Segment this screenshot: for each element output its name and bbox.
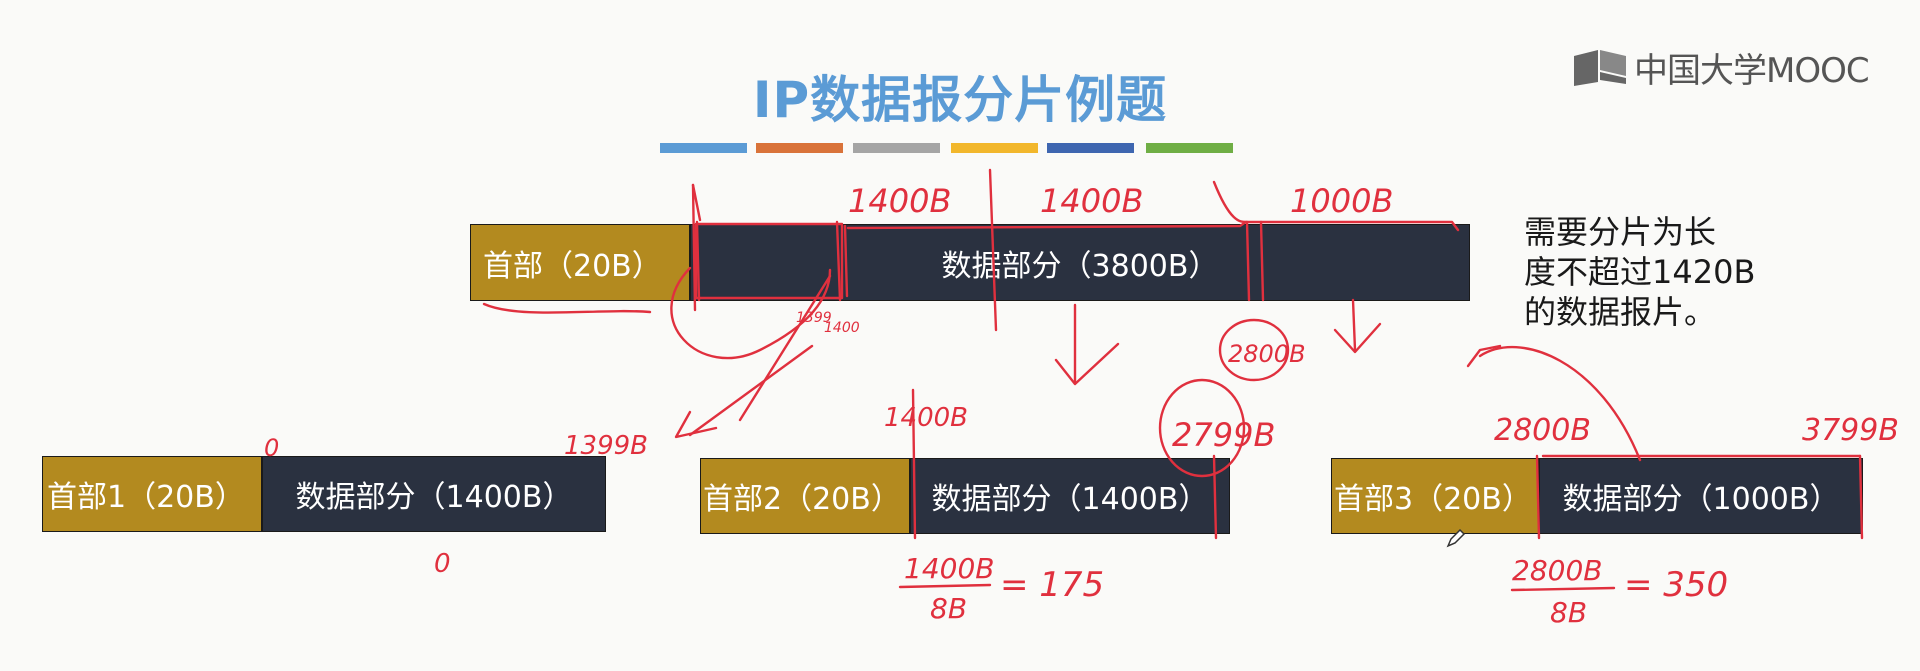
ink-top-arrow — [691, 183, 702, 222]
ink-circle-2800 — [1218, 318, 1290, 382]
color-bar-darkblue — [1047, 143, 1134, 153]
fragment-3-data-box: 数据部分（1000B） — [1539, 458, 1863, 534]
slide-title: IP数据报分片例题 — [752, 71, 1168, 129]
ink-frag2-mark — [911, 388, 917, 540]
fragment-3-header-box: 首部3（20B） — [1331, 458, 1539, 534]
fragment-3-header-label: 首部3（20B） — [1334, 482, 1532, 517]
ink-note-curve-head — [1466, 344, 1502, 368]
ink-divider-5 — [988, 168, 998, 332]
ink-frag3-mark — [1535, 454, 1541, 540]
ink-underline-header — [482, 302, 652, 314]
ink-label-circle-2: 2799B — [1172, 416, 1275, 454]
ink-label-top-3: 1000B — [1290, 182, 1393, 220]
fragment-2-data-box: 数据部分（1400B） — [910, 458, 1230, 534]
fragment-3-data-label: 数据部分（1000B） — [1562, 482, 1840, 517]
mooc-logo: 中国大学MOOC — [1572, 46, 1870, 91]
fragment-1-header-label: 首部1（20B） — [47, 480, 245, 515]
note-line-3: 的数据报片。 — [1524, 293, 1717, 331]
ink-data-outline-2 — [846, 220, 1460, 232]
ink-divider-4 — [843, 224, 849, 298]
ink-divider-3 — [835, 220, 842, 302]
ink-arrow-down-2-head — [1333, 322, 1382, 354]
ink-top-bracket-3 — [1212, 180, 1248, 224]
fragment-1-data-box: 数据部分（1400B） — [262, 456, 606, 532]
ink-label-frag3-num: 2800B — [1512, 554, 1602, 587]
ink-label-frag3-start: 2800B — [1494, 413, 1591, 448]
color-bar-blue — [660, 143, 747, 153]
color-bar-gray — [853, 143, 940, 153]
logo-text: 中国大学MOOC — [1634, 50, 1870, 91]
ink-data-outline — [694, 222, 844, 300]
fragment-1-header-box: 首部1（20B） — [42, 456, 262, 532]
fragment-1-data-label: 数据部分（1400B） — [295, 480, 573, 515]
original-data-box: 数据部分（3800B） — [690, 224, 1470, 301]
ink-label-top-2: 1400B — [1040, 182, 1143, 220]
ink-label-frag3-result: = 350 — [1624, 565, 1728, 605]
color-bar-green — [1146, 143, 1233, 153]
ink-label-frag1-offset: 0 — [434, 549, 451, 579]
ink-divider-1 — [691, 183, 697, 312]
original-header-box: 首部（20B） — [470, 224, 690, 301]
ink-swoop-arrow-head — [674, 410, 718, 439]
ink-label-frag3-den: 8B — [1550, 596, 1587, 629]
color-bar-yellow — [951, 143, 1038, 153]
ink-divider-6 — [1245, 220, 1251, 302]
ink-label-frag3-end: 3799B — [1802, 413, 1899, 448]
ink-frag3-fraction-bar — [1510, 586, 1616, 592]
ink-swoop-arc — [670, 266, 832, 360]
ink-label-frag1-end: 1399B — [564, 431, 648, 461]
ink-label-circle-1: 2800B — [1228, 340, 1306, 368]
note-line-1: 需要分片为长 — [1524, 213, 1717, 251]
ink-label-frag2-den: 8B — [930, 592, 967, 625]
ink-divider-7 — [1259, 220, 1265, 302]
ink-label-small-2: 1400 — [824, 320, 860, 336]
ink-label-frag2-num: 1400B — [904, 552, 994, 585]
ink-label-frag1-start: 0 — [264, 434, 279, 462]
mooc-book-icon — [1574, 50, 1626, 86]
note-line-2: 度不超过1420B — [1524, 253, 1756, 291]
ink-frag2-end-mark — [1212, 454, 1218, 540]
ink-frag2-fraction-bar — [898, 583, 992, 589]
original-data-label: 数据部分（3800B） — [941, 248, 1219, 284]
ink-swoop-arrow — [688, 344, 814, 437]
ink-swoop-line — [738, 274, 832, 422]
ink-frag3-end-mark — [1858, 454, 1864, 540]
ink-arrow-down-2 — [1351, 298, 1357, 352]
ink-arrow-down-1-head — [1054, 342, 1120, 386]
ink-label-frag2-result: = 175 — [1000, 565, 1104, 605]
fragment-2-header-box: 首部2（20B） — [700, 458, 910, 534]
fragment-2-header-label: 首部2（20B） — [703, 482, 901, 517]
requirement-note: 需要分片为长 度不超过1420B 的数据报片。 — [1524, 212, 1755, 332]
ink-divider-2 — [695, 220, 701, 302]
original-header-label: 首部（20B） — [483, 248, 662, 284]
ink-note-curve — [1478, 346, 1642, 462]
ink-label-top-1: 1400B — [848, 182, 951, 220]
color-bar-orange — [756, 143, 843, 153]
fragment-2-data-label: 数据部分（1400B） — [931, 482, 1209, 517]
ink-label-frag2-start: 1400B — [884, 403, 968, 433]
pen-cursor-icon — [1446, 528, 1466, 548]
ink-circle-2799 — [1158, 378, 1246, 478]
ink-label-small-1: 1399 — [796, 310, 832, 326]
